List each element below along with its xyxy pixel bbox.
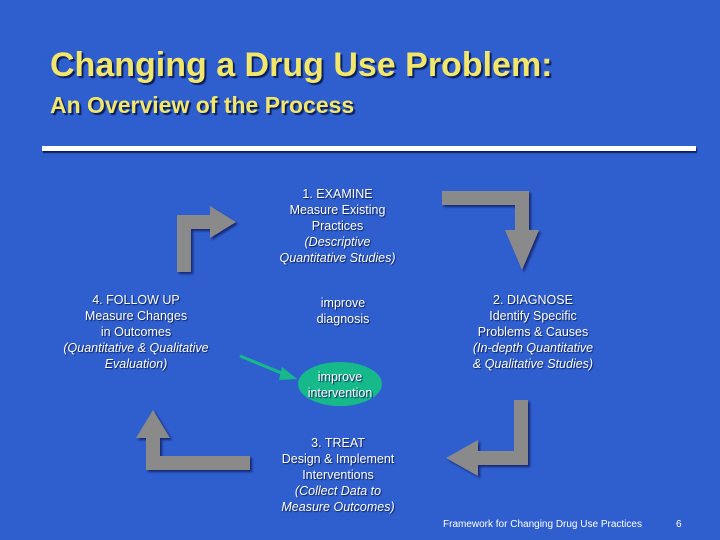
diagnose-line1: Identify Specific bbox=[489, 309, 577, 323]
step-follow-up: 4. FOLLOW UP Measure Changes in Outcomes… bbox=[40, 292, 232, 372]
treat-line1: Design & Implement bbox=[281, 452, 395, 466]
diagnose-line2: Problems & Causes bbox=[477, 325, 589, 339]
follow-up-note2: Evaluation) bbox=[104, 357, 168, 371]
diagnose-note1: (In-depth Quantitative bbox=[472, 341, 594, 355]
arrow-treat-to-follow-up bbox=[136, 410, 250, 470]
step-diagnose: 2. DIAGNOSE Identify Specific Problems &… bbox=[448, 292, 618, 372]
arrow-examine-to-diagnose bbox=[442, 191, 539, 270]
page-number: 6 bbox=[676, 519, 682, 530]
improve-diagnosis-line2: diagnosis bbox=[316, 312, 370, 326]
arrow-to-improve-intervention bbox=[239, 354, 297, 380]
improve-diagnosis-line1: improve bbox=[320, 296, 366, 310]
diagnose-note2: & Qualitative Studies) bbox=[472, 357, 594, 371]
improve-intervention-box: improve intervention bbox=[298, 362, 382, 406]
examine-line2: Practices bbox=[311, 219, 364, 233]
step-examine: 1. EXAMINE Measure Existing Practices (D… bbox=[255, 186, 420, 266]
arrow-diagnose-to-treat bbox=[446, 400, 528, 476]
improve-intervention-line2: intervention bbox=[307, 386, 373, 400]
slide-title: Changing a Drug Use Problem: bbox=[50, 46, 553, 84]
improve-diagnosis-label: improve diagnosis bbox=[293, 295, 393, 327]
treat-note2: Measure Outcomes) bbox=[281, 500, 395, 514]
title-divider bbox=[42, 146, 696, 151]
diagnose-heading: 2. DIAGNOSE bbox=[493, 293, 573, 307]
step-treat: 3. TREAT Design & Implement Intervention… bbox=[258, 435, 418, 515]
footer-text: Framework for Changing Drug Use Practice… bbox=[443, 519, 642, 530]
slide-subtitle: An Overview of the Process bbox=[50, 92, 355, 118]
examine-note1: (Descriptive bbox=[304, 235, 371, 249]
treat-note1: (Collect Data to bbox=[294, 484, 382, 498]
improve-intervention-line1: improve bbox=[317, 370, 363, 384]
examine-heading: 1. EXAMINE bbox=[302, 187, 373, 201]
follow-up-line1: Measure Changes bbox=[84, 309, 188, 323]
treat-line2: Interventions bbox=[302, 468, 374, 482]
examine-line1: Measure Existing bbox=[289, 203, 386, 217]
arrow-follow-up-to-examine bbox=[177, 206, 236, 272]
treat-heading: 3. TREAT bbox=[311, 436, 365, 450]
follow-up-heading: 4. FOLLOW UP bbox=[92, 293, 180, 307]
follow-up-note1: (Quantitative & Qualitative bbox=[63, 341, 209, 355]
follow-up-line2: in Outcomes bbox=[100, 325, 172, 339]
examine-note2: Quantitative Studies) bbox=[279, 251, 396, 265]
